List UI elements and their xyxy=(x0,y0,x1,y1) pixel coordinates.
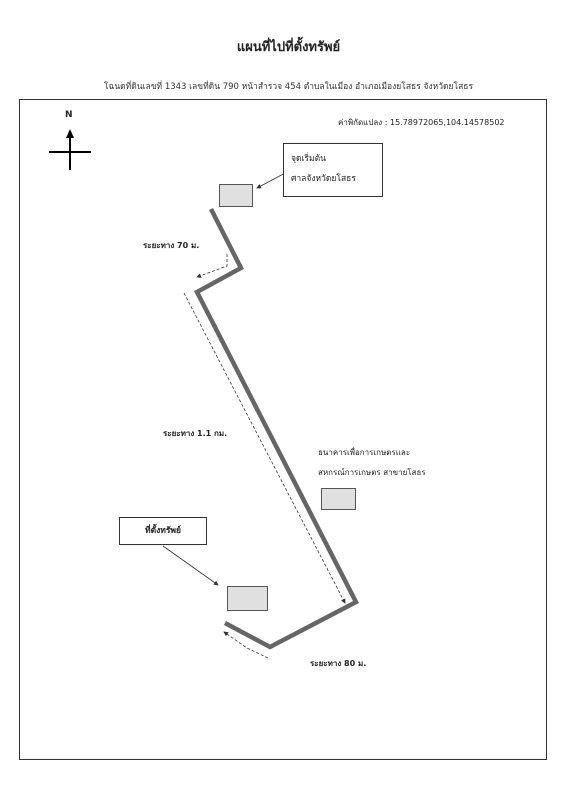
property-label: ที่ตั้งทรัพย์ xyxy=(144,526,182,536)
property-pointer-arrow xyxy=(162,545,219,586)
distance-label-80m: ระยะทาง 80 ม. xyxy=(310,659,367,668)
bank-label-line1: ธนาคารเพื่อการเกษตรและ xyxy=(318,448,411,457)
property-building xyxy=(227,586,268,611)
map-frame xyxy=(19,99,547,760)
bank-label-line2: สหกรณ์การเกษตร สาขายโสธร xyxy=(318,468,426,477)
compass-icon xyxy=(49,129,91,170)
distance-label-1-1km: ระยะทาง 1.1 กม. xyxy=(163,429,228,438)
distance-guide-80m xyxy=(223,631,269,659)
start-point-title: จุดเริ่มต้น xyxy=(291,154,326,164)
distance-guide-70m xyxy=(196,254,228,278)
page-subtitle: โฉนดที่ดินเลขที่ 1343 เลขที่ดิน 790 หน้า… xyxy=(103,82,474,92)
start-point-box: จุดเริ่มต้น ศาลจังหวัดยโสธร xyxy=(283,143,383,197)
distance-label-70m: ระยะทาง 70 ม. xyxy=(143,241,200,250)
north-label: N xyxy=(65,110,73,120)
distance-guide-1-1km xyxy=(183,292,346,604)
property-label-box: ที่ตั้งทรัพย์ xyxy=(119,517,207,545)
bank-building xyxy=(321,488,356,510)
route-line xyxy=(193,207,360,650)
coordinates-label: ค่าพิกัดแปลง : 15.78972065,104.14578502 xyxy=(338,118,505,127)
start-point-place: ศาลจังหวัดยโสธร xyxy=(291,174,356,184)
page-title: แผนที่ไปที่ตั้งทรัพย์ xyxy=(236,40,341,55)
court-building xyxy=(219,184,253,207)
